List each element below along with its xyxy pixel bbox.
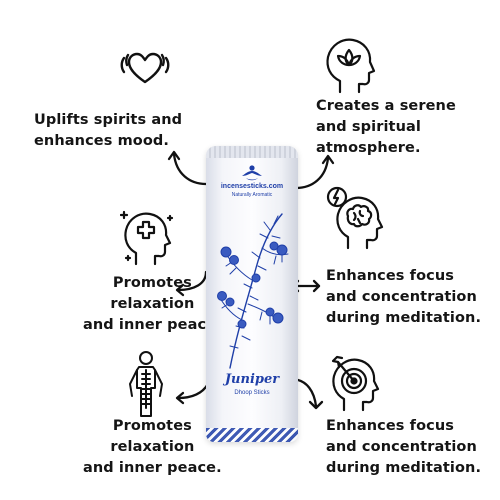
benefit-relaxation-text: Promotes relaxation and inner peace. (83, 275, 222, 333)
benefit-atmosphere-text: Creates a serene and spiritual atmospher… (316, 98, 456, 156)
brain-lightning-icon (326, 186, 388, 252)
brand-tagline: Naturally Aromatic (231, 192, 273, 198)
benefit-focus-text: Enhances focus and concentration during … (326, 268, 482, 326)
benefit-relaxation-text: Promotes relaxation and inner peace. (83, 418, 222, 476)
product-package: incensesticks.com Naturally Aromatic (206, 146, 298, 442)
benefit-focus-text: Enhances focus and concentration during … (326, 418, 482, 476)
curved-arrow (172, 268, 210, 298)
package-crimp (206, 146, 298, 158)
target-head-icon (324, 350, 386, 414)
brand-logo-icon (240, 164, 264, 182)
curved-arrow (166, 146, 210, 190)
body-spine-icon (126, 350, 166, 420)
brand-name: incensesticks.com (220, 183, 284, 190)
curved-arrow (294, 374, 328, 414)
health-head-icon (120, 206, 176, 268)
lotus-head-icon (318, 34, 378, 96)
benefit-mood-text: Uplifts spirits and enhances mood. (34, 112, 183, 149)
juniper-sprig-illustration (212, 208, 294, 376)
product-name: Juniper (224, 372, 280, 387)
package-footer-stripe (206, 428, 298, 442)
curved-arrow (292, 150, 336, 194)
heart-vibration-icon (118, 46, 172, 92)
product-subtitle: Dhoop Sticks (234, 390, 270, 396)
